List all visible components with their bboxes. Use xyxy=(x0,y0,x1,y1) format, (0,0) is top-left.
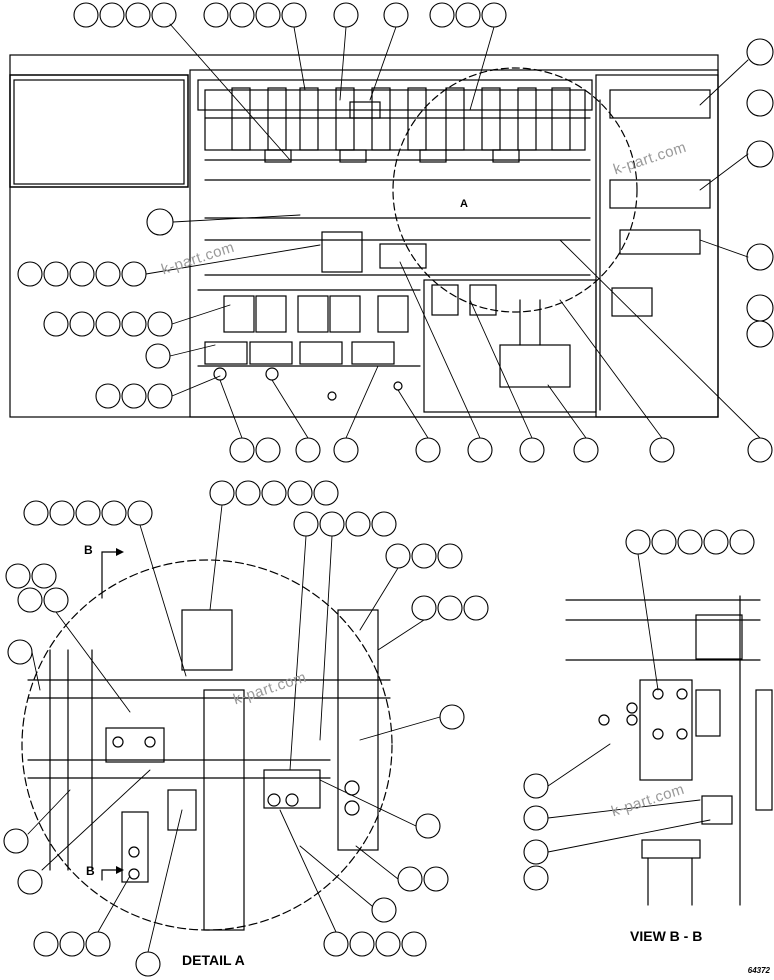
bus-bar-links xyxy=(264,101,520,163)
right-panel xyxy=(595,74,719,418)
section-b-arrow-bottom xyxy=(101,869,119,881)
section-marker-top: B xyxy=(84,543,93,557)
view-b-b xyxy=(565,595,773,906)
leader-lines-detail-a xyxy=(27,504,441,953)
upper-contactor-array xyxy=(231,87,571,151)
view-a-marker: A xyxy=(460,198,468,210)
drawing-number: 64372 xyxy=(747,966,770,975)
leader-lines-top xyxy=(145,23,761,439)
callout-balloons-detail-a xyxy=(3,480,489,977)
detail-a-caption: DETAIL A xyxy=(182,952,245,968)
detail-a-view xyxy=(21,551,393,931)
detail-a-circle xyxy=(392,67,638,313)
leader-lines-view-b-b xyxy=(547,553,711,853)
section-marker-bottom: B xyxy=(86,864,95,878)
view-b-b-caption: VIEW B - B xyxy=(630,928,703,944)
lower-contactor-row xyxy=(204,295,409,401)
section-b-arrow-top xyxy=(101,551,119,599)
main-assembly-view xyxy=(9,54,719,418)
callout-balloons-top xyxy=(17,2,774,463)
